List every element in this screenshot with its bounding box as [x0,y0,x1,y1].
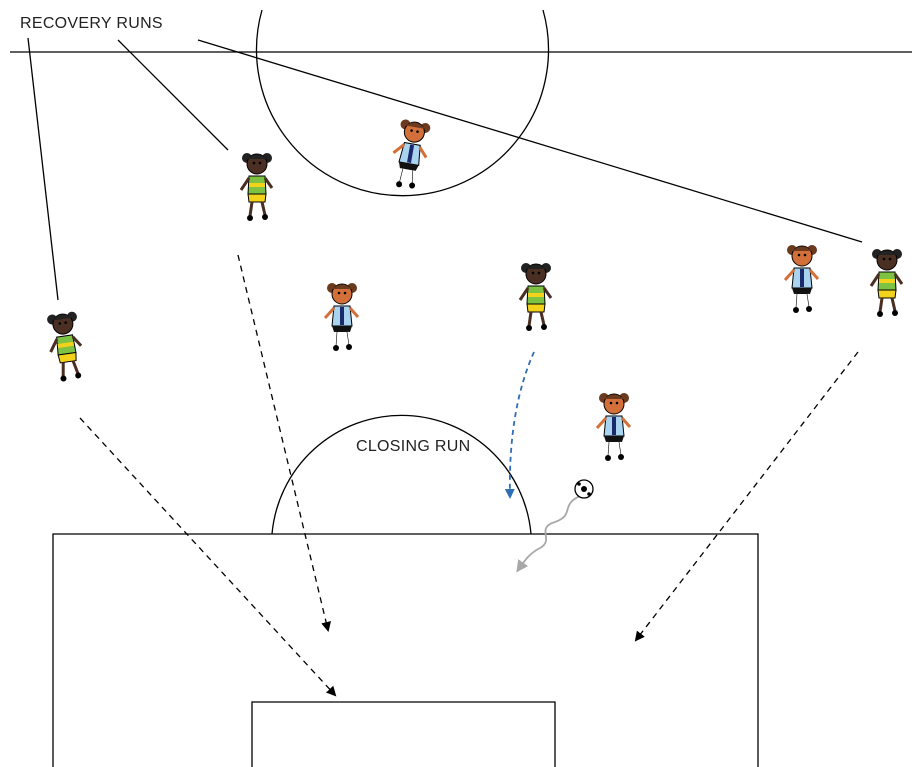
pointer-line-1 [27,37,59,301]
penalty-box [52,533,759,767]
player-defender-4 [869,247,904,319]
player-attacker-3 [783,243,820,315]
pointer-line-3 [197,39,863,243]
recovery-run-arrows [79,254,859,697]
label-pointer-lines [27,37,863,301]
player-defender-2 [239,151,274,223]
soccer-ball-icon [574,479,594,499]
recovery-runs-label: RECOVERY RUNS [20,15,163,32]
recovery-arrow-3 [634,351,859,642]
closing-run-arrow [504,351,535,499]
center-circle [255,9,550,197]
player-attacker-4 [595,391,632,463]
dribble-path [516,495,581,573]
pointer-line-2 [117,39,229,151]
recovery-arrow-2 [237,254,331,632]
penalty-arc [271,414,532,535]
player-attacker-2 [323,281,360,353]
closing-run-label: CLOSING RUN [356,438,470,455]
pitch-markings [10,9,912,767]
player-defender-1 [44,309,88,385]
recovery-arrow-1 [79,417,337,697]
goal-box [251,701,556,767]
player-defender-3 [518,261,553,333]
player-attacker-1 [385,116,434,193]
